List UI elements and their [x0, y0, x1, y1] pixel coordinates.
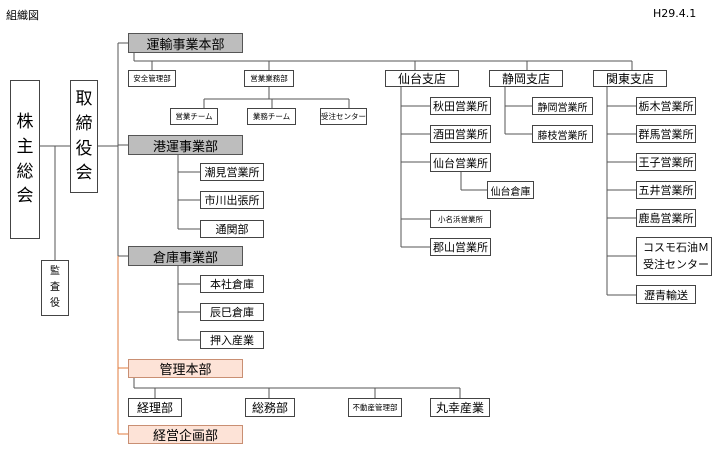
transport-hq-box: 運輸事業本部: [128, 33, 243, 53]
marukou-sangyo-box: 丸幸産業: [430, 398, 490, 417]
shareholders-meeting-box: 株主総会: [10, 80, 40, 239]
shareholders-char: 会: [16, 186, 34, 207]
shareholders-char: 主: [16, 136, 34, 157]
board-of-directors-box: 取締役会: [70, 80, 98, 193]
board-char: 会: [75, 163, 93, 184]
sendai-office-box: 仙台営業所: [430, 153, 491, 172]
cosmo-oil-label: コスモ石油Ｍ: [643, 241, 709, 254]
shizuoka-office-box: 静岡営業所: [532, 97, 593, 115]
kashima-office-box: 鹿島営業所: [636, 209, 696, 227]
auditor-char: 役: [50, 298, 60, 309]
koriyama-office-box: 郡山営業所: [430, 238, 491, 256]
onahama-office-box: 小名浜営業所: [430, 210, 491, 228]
auditor-box: 監査役: [41, 260, 69, 316]
accounting-dept-box: 経理部: [128, 398, 182, 417]
operations-team-box: 業務チーム: [247, 108, 296, 125]
real-estate-dept-box: 不動産管理部: [348, 398, 402, 417]
shiomi-office-box: 潮見営業所: [200, 163, 264, 181]
admin-hq-box: 管理本部: [128, 359, 243, 378]
gunma-office-box: 群馬営業所: [636, 125, 696, 143]
sales-team-box: 営業チーム: [170, 108, 218, 125]
tochigi-office-box: 栃木営業所: [636, 97, 696, 115]
fujieda-office-box: 藤枝営業所: [532, 125, 593, 143]
general-affairs-box: 総務部: [245, 398, 295, 417]
sendai-warehouse-box: 仙台倉庫: [487, 181, 534, 199]
oshiire-sangyo-box: 押入産業: [200, 331, 264, 349]
date-label: H29.4.1: [653, 7, 697, 20]
board-char: 役: [75, 138, 93, 159]
cosmo-oil-order-center-box: コスモ石油Ｍ 受注センター: [636, 237, 712, 276]
bitumen-transport-box: 瀝青輸送: [636, 285, 696, 304]
page-title: 組織図: [6, 9, 39, 22]
akita-office-box: 秋田営業所: [430, 97, 491, 115]
customs-dept-box: 通関部: [200, 220, 264, 238]
head-office-warehouse-box: 本社倉庫: [200, 275, 264, 293]
auditor-char: 査: [50, 282, 60, 293]
corporate-planning-box: 経営企画部: [128, 425, 243, 444]
board-char: 締: [75, 113, 93, 134]
board-char: 取: [75, 89, 93, 110]
tatsumi-warehouse-box: 辰巳倉庫: [200, 303, 264, 321]
sakata-office-box: 酒田営業所: [430, 125, 491, 143]
warehouse-division-box: 倉庫事業部: [128, 246, 243, 266]
ichikawa-office-box: 市川出張所: [200, 191, 264, 209]
shareholders-char: 総: [16, 161, 34, 182]
auditor-char: 監: [50, 266, 60, 277]
kanto-order-center-label: 受注センター: [643, 257, 709, 271]
oji-office-box: 王子営業所: [636, 153, 696, 171]
safety-management-box: 安全管理部: [128, 70, 176, 87]
goi-office-box: 五井営業所: [636, 181, 696, 199]
kanto-branch-box: 関東支店: [593, 70, 667, 87]
order-center-box: 受注センター: [320, 108, 367, 125]
sendai-branch-box: 仙台支店: [385, 70, 459, 87]
shareholders-char: 株: [16, 112, 34, 133]
shizuoka-branch-box: 静岡支店: [489, 70, 563, 87]
sales-operations-box: 営業業務部: [244, 70, 294, 87]
port-division-box: 港運事業部: [128, 135, 243, 155]
